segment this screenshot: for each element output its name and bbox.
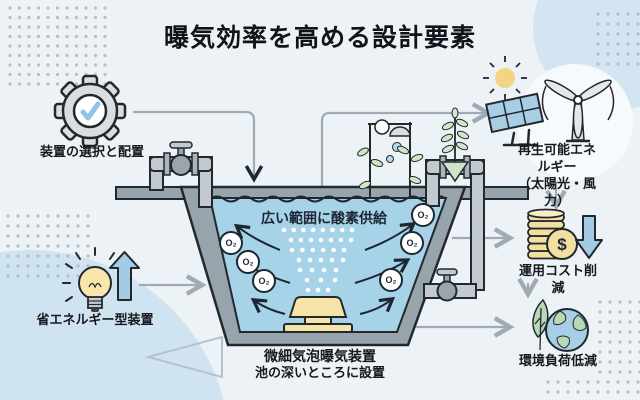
sprinkler-head xyxy=(389,126,411,137)
funnel xyxy=(440,161,470,183)
o2-bubble: O₂ xyxy=(252,269,276,293)
water-surface xyxy=(209,195,447,203)
gear-check-icon xyxy=(53,74,127,148)
diffuser xyxy=(283,296,353,333)
o2-bubble: O₂ xyxy=(219,231,243,255)
pond xyxy=(115,185,529,347)
plants-sprinkler xyxy=(357,107,470,198)
dollar-glyph: $ xyxy=(557,235,567,254)
connectors xyxy=(133,102,567,338)
label-device-name: 微細気泡曝気装置 xyxy=(264,348,376,364)
cost-down-arrow-icon xyxy=(575,215,603,259)
check-mark xyxy=(80,101,101,121)
solar-panel-icon xyxy=(484,92,545,147)
label-energy-saving: 省エネルギー型装置 xyxy=(36,312,154,327)
label-selection: 装置の選択と配置 xyxy=(39,144,145,159)
efficiency-up-arrow-icon xyxy=(109,251,140,301)
o2-bubble: O₂ xyxy=(400,231,424,255)
o2-bubble: O₂ xyxy=(379,268,403,292)
leaf-icon xyxy=(532,298,549,351)
label-device-note: 池の深いところに設置 xyxy=(254,365,386,380)
label-oxygen-note: 広い範囲に酸素供給 xyxy=(261,210,387,226)
label-cost-reduction: 運用コスト削減 xyxy=(518,263,597,295)
earth-icon xyxy=(545,308,589,352)
mist-puff xyxy=(374,119,390,135)
lightbulb-icon xyxy=(62,247,125,312)
dollar-coin-icon: $ xyxy=(546,228,578,260)
wind-turbine-icon xyxy=(541,79,615,143)
potted-plant xyxy=(440,107,470,183)
leaves xyxy=(357,145,424,190)
o2-bubble: O₂ xyxy=(411,203,435,227)
sun-icon xyxy=(483,56,527,100)
water-drop xyxy=(386,155,394,163)
triangle-decor xyxy=(144,335,223,379)
label-renewable: 再生可能エネルギー （太陽光・風力） xyxy=(517,142,596,208)
dot-pattern xyxy=(6,6,640,394)
bubble-plume xyxy=(281,227,355,293)
page-title: 曝気効率を高める設計要素 xyxy=(163,24,477,52)
label-environment: 環境負荷低減 xyxy=(518,353,598,368)
connector-pond-to-renewable xyxy=(320,102,493,190)
inlet-pipe-valve xyxy=(149,141,213,208)
connector-selection-to-pond xyxy=(133,110,264,183)
